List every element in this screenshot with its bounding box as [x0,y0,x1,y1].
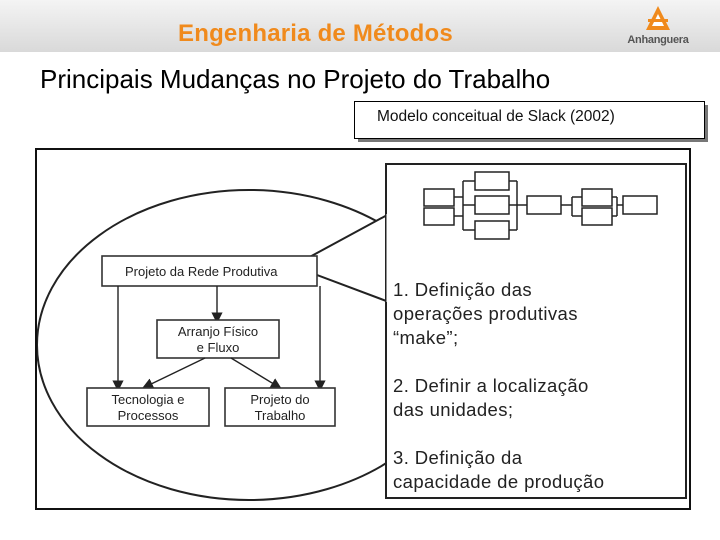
slide-title: Principais Mudanças no Projeto do Trabal… [40,64,551,94]
diagram-svg: Projeto da Rede Produtiva Arranjo Físico… [37,163,687,501]
anhanguera-logo: Anhanguera [620,4,696,48]
arrow-middle-left [141,357,206,389]
callout-item-3-line-2: capacidade de produção [393,471,604,492]
arrow-middle-right [230,357,282,389]
callout-item-1-line-3: “make”; [393,327,459,348]
callout-item-1-line-2: operações produtivas [393,303,578,324]
left-node-box [86,387,210,427]
left-node-line-1: Tecnologia e [112,392,185,407]
right-node-line-2: Trabalho [255,408,306,423]
header-title: Engenharia de Métodos [178,20,453,47]
callout-item-3-line-1: 3. Definição da [393,447,523,468]
top-node-box [101,255,318,287]
callout-item-2-line-1: 2. Definir a localização [393,375,589,396]
middle-node-line-2: e Fluxo [197,340,240,355]
middle-node-box [156,319,280,359]
logo-mark-icon [646,6,670,30]
callout-item-2-line-2: das unidades; [393,399,513,420]
callout-item-1-line-1: 1. Definição das [393,279,532,300]
caption-text: Modelo conceitual de Slack (2002) [377,108,615,125]
left-node-line-2: Processos [118,408,179,423]
caption-box: Modelo conceitual de Slack (2002) [354,101,708,142]
right-node-line-1: Projeto do [250,392,309,407]
right-node-box [224,387,336,427]
header-bar: Engenharia de Métodos Anhanguera [0,0,720,52]
middle-node-line-1: Arranjo Físico [178,324,258,339]
diagram-figure: Projeto da Rede Produtiva Arranjo Físico… [35,148,691,510]
network-schematic-icon [423,171,658,240]
logo-text: Anhanguera [627,34,689,46]
top-node-label: Projeto da Rede Produtiva [125,264,278,279]
